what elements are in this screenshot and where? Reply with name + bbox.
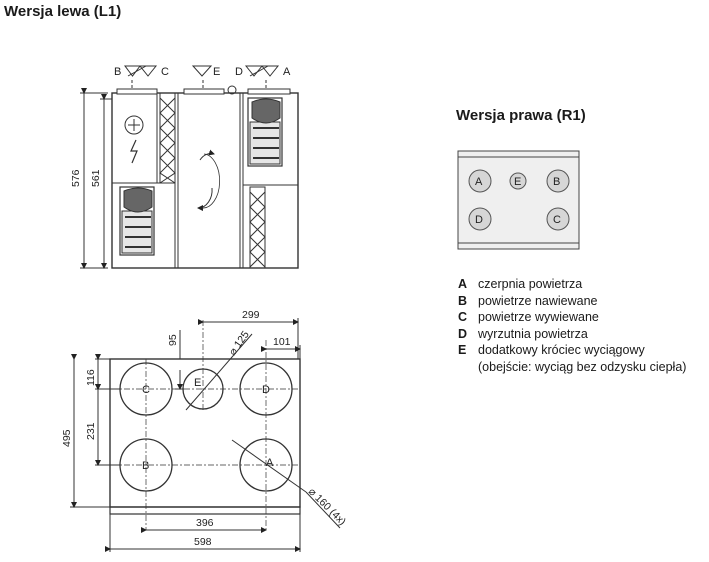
top-view-labels: C E D B A 299 101 95 ⌀ 125 116 231 495 3… (61, 309, 348, 548)
port-B-label: B (142, 460, 149, 472)
left-version-title: Wersja lewa (L1) (4, 3, 122, 20)
port-label-C: C (161, 66, 169, 78)
dim-95: 95 (167, 334, 179, 346)
rotary-exchanger-symbol (197, 149, 221, 212)
dim-495: 495 (61, 429, 73, 447)
dim-116: 116 (85, 369, 97, 386)
port-E-label: E (194, 377, 201, 389)
top-view (70, 318, 341, 552)
dim-396: 396 (196, 517, 214, 529)
r1-label-C: C (553, 214, 561, 226)
right-version-panel: A E B D C (457, 150, 580, 250)
port-D-label: D (262, 384, 270, 396)
r1-port-C (546, 207, 570, 231)
port-A-label: A (266, 457, 274, 469)
port-label-E: E (213, 66, 220, 78)
r1-label-A: A (475, 176, 483, 188)
port-triangle-E (191, 65, 213, 77)
r1-port-B (546, 169, 570, 193)
fan-lower-left (119, 186, 155, 256)
fan-upper-right (247, 97, 283, 167)
port-C-label: C (142, 384, 150, 396)
dim-101: 101 (273, 336, 291, 348)
dim-231: 231 (85, 422, 97, 440)
dim-561: 561 (90, 169, 102, 187)
dim-598: 598 (194, 536, 212, 548)
r1-port-A (468, 169, 492, 193)
r1-label-E: E (514, 176, 521, 188)
dim-576: 576 (70, 169, 82, 187)
dim-diam-160: ⌀ 160 (4x) (306, 486, 348, 528)
r1-label-D: D (475, 214, 483, 226)
dim-diam-125: ⌀ 125 (227, 329, 252, 358)
legend-note: (obejście: wyciąg bez odzysku ciepła) (478, 359, 687, 374)
port-label-D: D (235, 66, 243, 78)
r1-port-D (468, 207, 492, 231)
r1-port-E (509, 172, 527, 190)
port-label-B: B (114, 66, 121, 78)
right-version-title: Wersja prawa (R1) (456, 107, 586, 124)
r1-label-B: B (553, 176, 560, 188)
unit-housing-top (109, 358, 301, 508)
dim-299: 299 (242, 309, 260, 321)
heater-symbol (124, 115, 144, 135)
port-triangle-A (260, 65, 280, 77)
front-view: B C E D A (80, 65, 299, 269)
port-label-A: A (283, 66, 291, 78)
port-triangle-C-left (138, 65, 158, 77)
